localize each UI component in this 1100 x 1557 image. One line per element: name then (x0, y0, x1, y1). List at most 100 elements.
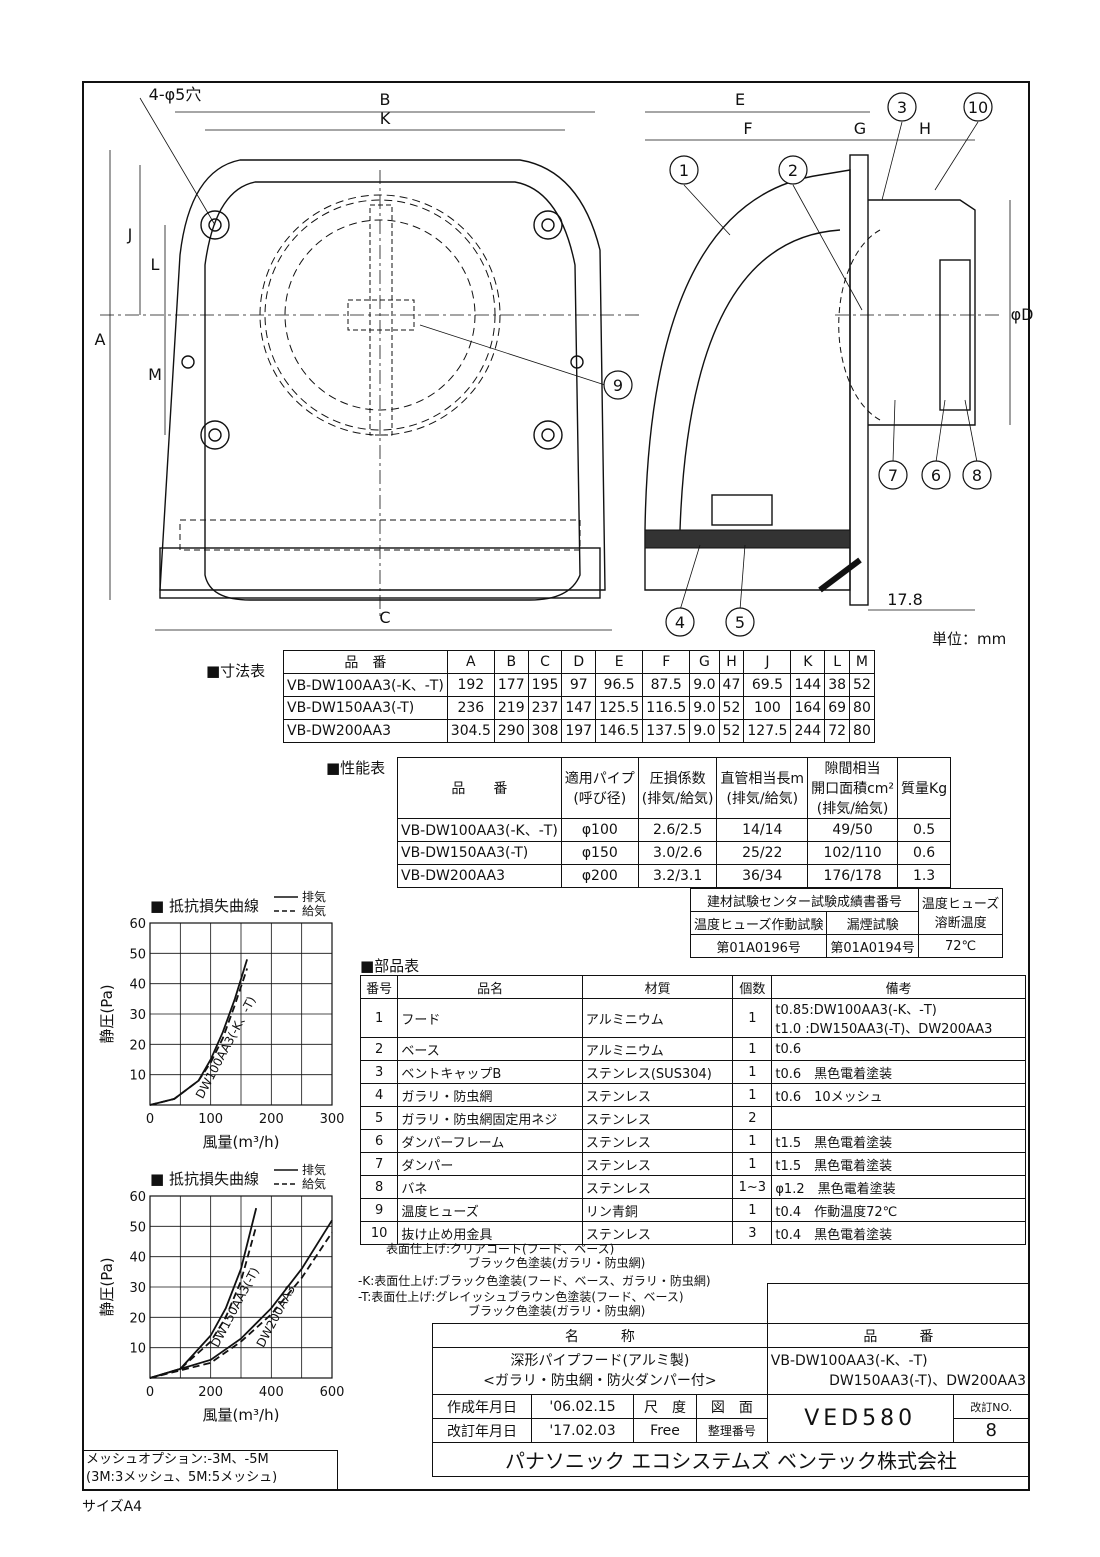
dimension_table-cell: 147 (561, 696, 597, 720)
parts_table-cell: 1 (732, 998, 773, 1038)
unit-label: 単位：mm (932, 630, 1007, 648)
dimension_table-cell: 197 (561, 719, 597, 743)
x-tick-label: 600 (320, 1385, 345, 1400)
parts_table-header-2: 材質 (581, 975, 734, 999)
product-number-2: DW150AA3(-T)、DW200AA3 (829, 1373, 1026, 1389)
series-label: DW100AA3(-K、-T) (193, 994, 259, 1101)
parts_table-cell: 温度ヒューズ (397, 1198, 583, 1222)
y-tick-label: 20 (129, 1311, 146, 1326)
x-tick-label: 400 (259, 1385, 284, 1400)
callout-8: 8 (972, 466, 982, 485)
dimension_table-header-1: A (446, 650, 495, 674)
dimension_table-header-8: H (718, 650, 745, 674)
dimension_table-cell: 52 (718, 696, 745, 720)
test-value-3: 72℃ (917, 934, 1004, 958)
scale-label: 尺 度 (633, 1394, 698, 1419)
parts_table-cell: アルミニウム (581, 998, 734, 1038)
dimension_table-cell: 9.0 (689, 673, 720, 697)
parts_table-cell: 1 (732, 1152, 773, 1176)
performance_table-cell: 49/50 (807, 818, 899, 842)
parts_table-cell: t0.6 (771, 1037, 1026, 1061)
parts_table-cell (771, 1106, 1026, 1130)
dim-g: G (854, 119, 866, 138)
y-tick-label: 60 (129, 917, 146, 932)
y-tick-label: 30 (129, 1281, 146, 1296)
dim-b: B (380, 90, 391, 109)
mesh-option-line-1: メッシュオプション:-3M、-5M (86, 1452, 269, 1467)
performance_table-cell: 14/14 (716, 818, 809, 842)
callout-10: 10 (968, 98, 988, 117)
parts_table-cell: ステンレス (581, 1106, 734, 1130)
dimension_table-cell: 38 (824, 673, 851, 697)
parts_table-cell: t1.5 黒色電着塗装 (771, 1129, 1026, 1153)
parts_table-cell: アルミニウム (581, 1037, 734, 1061)
dimension-table-label: ■寸法表 (206, 662, 266, 680)
dimension_table-cell: VB-DW200AA3 (283, 719, 448, 743)
name-header: 名 称 (432, 1323, 768, 1348)
performance_table-cell: 0.5 (897, 818, 952, 842)
dimension_table-cell: 87.5 (642, 673, 691, 697)
y-tick-label: 50 (129, 1220, 146, 1235)
performance_table-cell: φ200 (560, 864, 639, 888)
test-header: 建材試験センター試験成績書番号 (690, 888, 919, 912)
plot-area (149, 1195, 333, 1379)
dimension_table-header-9: J (743, 650, 792, 674)
parts_table-cell: 1 (359, 998, 399, 1038)
dimension_table-cell: 80 (849, 719, 875, 743)
dim-m: M (148, 365, 162, 384)
callout-7: 7 (888, 466, 898, 485)
dim-d: φD (1011, 305, 1034, 324)
parts_table-header-0: 番号 (359, 975, 399, 999)
dimension_table-cell: 290 (493, 719, 529, 743)
performance_table-cell: 0.6 (897, 841, 952, 865)
parts_table-cell: ステンレス (581, 1221, 734, 1245)
x-tick-label: 200 (198, 1385, 223, 1400)
revised-label: 改訂年月日 (431, 1418, 533, 1443)
legend-supply: 給気 (302, 903, 326, 918)
parts_table-cell: ステンレス (581, 1152, 734, 1176)
parts_table-cell: t0.85:DW100AA3(-K、-T) t1.0 :DW150AA3(-T)… (771, 998, 1026, 1038)
y-tick-label: 10 (129, 1069, 146, 1084)
x-tick-label: 300 (320, 1112, 345, 1127)
plot-area (149, 922, 333, 1106)
parts_table-cell: フード (397, 998, 583, 1038)
y-tick-label: 40 (129, 978, 146, 993)
parts_table-cell: t1.5 黒色電着塗装 (771, 1152, 1026, 1176)
dim-e: E (735, 90, 745, 109)
callout-9: 9 (613, 376, 623, 395)
series-line (149, 1219, 333, 1379)
performance_table-cell: VB-DW100AA3(-K、-T) (397, 818, 562, 842)
performance_table-cell: 36/34 (716, 864, 809, 888)
dimension_table-cell: 144 (790, 673, 826, 697)
dimension_table-header-0: 品 番 (283, 650, 448, 674)
number-header: 品 番 (766, 1323, 1031, 1348)
series-line (149, 968, 248, 1106)
dimension_table-cell: 127.5 (743, 719, 792, 743)
chart-title: ■ 抵抗損失曲線 (150, 897, 259, 915)
parts-table-label: ■部品表 (360, 957, 420, 975)
dimension_table-cell: 69.5 (743, 673, 792, 697)
y-tick-label: 20 (129, 1038, 146, 1053)
performance_table-header-3: 直管相当長m (排気/給気) (716, 757, 809, 819)
parts_table-cell: ダンパーフレーム (397, 1129, 583, 1153)
dimension_table-header-7: G (689, 650, 720, 674)
parts_table-cell: t0.4 黒色電着塗装 (771, 1221, 1026, 1245)
created-date: '06.02.15 (531, 1394, 635, 1419)
mesh-option-box: メッシュオプション:-3M、-5M (3M:3メッシュ、5M:5メッシュ) (82, 1450, 338, 1490)
y-tick-label: 10 (129, 1342, 146, 1357)
dimension_table-cell: 237 (527, 696, 563, 720)
parts_table-cell: 1~3 (732, 1175, 773, 1199)
dimension_table-header-3: C (527, 650, 563, 674)
x-tick-label: 100 (198, 1112, 223, 1127)
fuse-header: 温度ヒューズ 溶断温度 (917, 888, 1004, 935)
test-smoke: 漏煙試験 (826, 911, 919, 935)
